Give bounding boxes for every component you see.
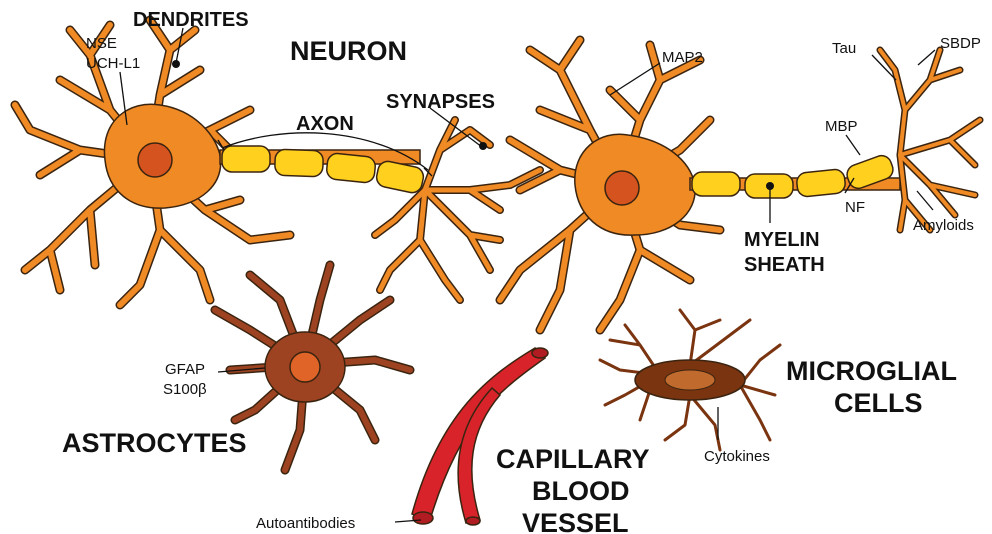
capillary-label-line1: CAPILLARY xyxy=(496,444,650,474)
microglia-label-line1: MICROGLIAL xyxy=(786,356,957,386)
microglia-label-line2: CELLS xyxy=(834,388,923,418)
tau-label: Tau xyxy=(832,40,856,57)
axon-label: AXON xyxy=(296,113,354,135)
amyloids-label: Amyloids xyxy=(913,217,974,234)
microglia-nucleus xyxy=(665,370,715,390)
sbdp-label: SBDP xyxy=(940,35,981,52)
myelin-label-line1: MYELIN xyxy=(744,229,820,251)
nse-label: NSE xyxy=(86,35,117,52)
capillary-label-line3: VESSEL xyxy=(522,508,629,534)
dendrites-label: DENDRITES xyxy=(133,9,249,31)
left-axon xyxy=(220,146,425,194)
capillary-label-line2: BLOOD xyxy=(532,476,630,506)
uchl1-label: UCH-L1 xyxy=(86,55,140,72)
left-neuron-nucleus xyxy=(138,143,172,177)
astrocyte-nucleus xyxy=(290,352,320,382)
myelin-label-line2: SHEATH xyxy=(744,254,825,276)
gfap-label: GFAP xyxy=(165,361,205,378)
nf-label: NF xyxy=(845,199,865,216)
capillary-vessel xyxy=(412,348,548,525)
right-terminals xyxy=(880,50,980,230)
synapses-label: SYNAPSES xyxy=(386,91,495,113)
right-neuron xyxy=(500,40,720,330)
right-axon xyxy=(690,153,900,198)
microglial-cell xyxy=(600,310,780,450)
cytokines-label: Cytokines xyxy=(704,448,770,465)
autoantibodies-label: Autoantibodies xyxy=(256,515,355,532)
neuron-title: NEURON xyxy=(290,36,407,66)
astrocytes-label: ASTROCYTES xyxy=(62,428,247,458)
s100b-label: S100β xyxy=(163,381,207,398)
map2-label: MAP2 xyxy=(662,49,703,66)
right-neuron-nucleus xyxy=(605,171,639,205)
mbp-label: MBP xyxy=(825,118,858,135)
